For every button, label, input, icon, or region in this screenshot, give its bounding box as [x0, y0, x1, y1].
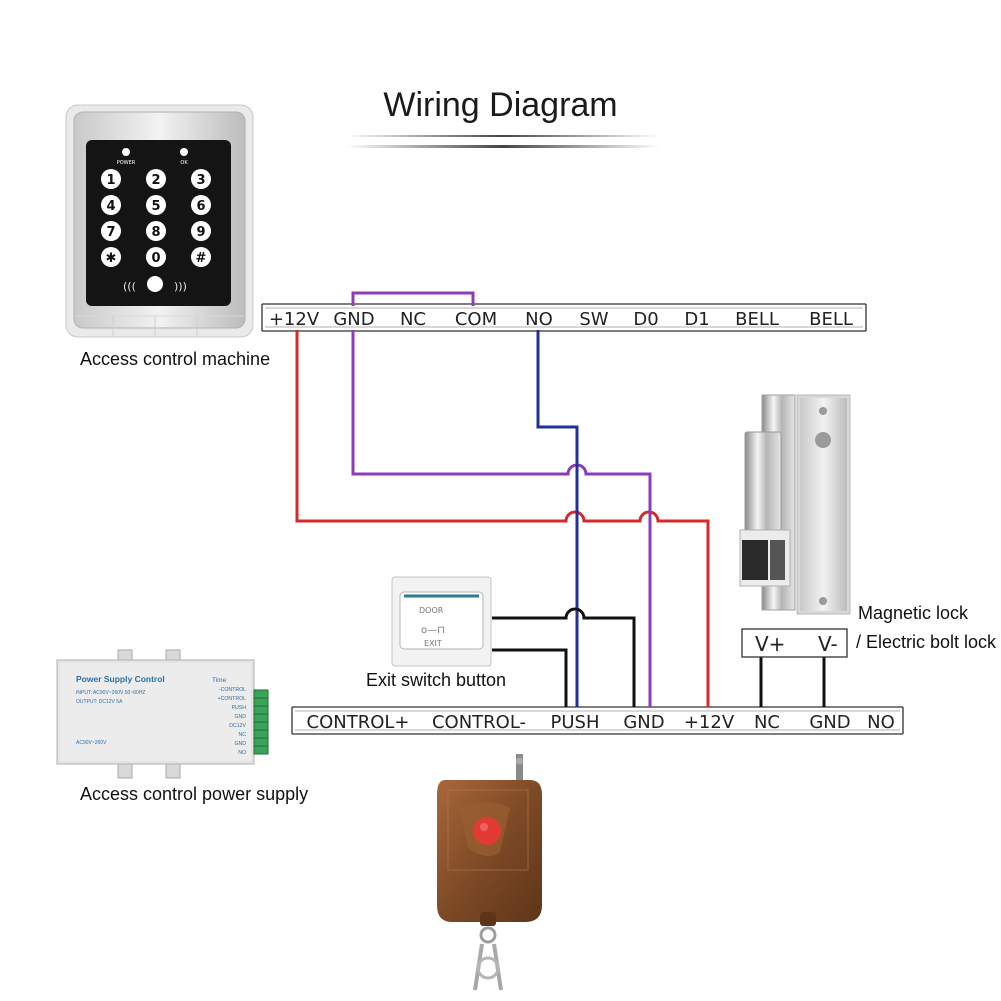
lock-terminal-vplus: V+	[755, 632, 786, 656]
keypad-key-label: 3	[196, 173, 205, 188]
keypad-key-label: 1	[106, 173, 115, 188]
keypad-key-label: #	[196, 251, 207, 266]
psu-output-text: OUTPUT: DC12V 5A	[76, 699, 123, 705]
psu-terminal-label: GND	[234, 741, 246, 747]
top-terminal-label: COM	[455, 309, 497, 330]
psu-terminal-label: NO	[238, 750, 246, 756]
bottom-terminal-label: NO	[867, 712, 895, 733]
led-label: POWER	[117, 160, 136, 166]
top-terminal-labels: +12V GND NC COM NO SW D0 D1 BELL BELL	[269, 309, 853, 330]
top-terminal-strip	[261, 303, 867, 332]
led-dot	[180, 148, 188, 156]
psu-time-text: Time	[212, 677, 227, 684]
psu-ac-text: AC90V~260V	[76, 740, 107, 746]
title-rule-top	[346, 135, 660, 137]
bottom-terminal-labels: CONTROL+ CONTROL- PUSH GND +12V NC GND NO	[307, 712, 895, 733]
title-rule-bottom	[346, 145, 660, 148]
keypad-key	[101, 221, 121, 241]
caption-access-control-machine: Access control machine	[80, 349, 271, 369]
top-terminal-label: BELL	[809, 309, 853, 330]
power-supply-image	[56, 649, 269, 779]
wire-black-exit-2	[492, 648, 568, 707]
diagram-title: Wiring Diagram	[383, 86, 618, 124]
keypad-key-label: 2	[151, 173, 160, 188]
bottom-terminal-label: +12V	[684, 712, 735, 733]
top-terminal-label: D1	[684, 309, 709, 330]
psu-terminal-label: +CONTROL	[218, 696, 247, 702]
keypad-key-label: 4	[106, 199, 115, 214]
psu-brand-text: Power Supply Control	[76, 674, 165, 684]
keypad-key-label: ✱	[106, 251, 117, 266]
keypad-key	[146, 247, 166, 267]
led-label: OK	[180, 160, 188, 166]
lock-terminal-box	[741, 628, 848, 658]
remote-key-fob-image	[437, 754, 542, 991]
svg-text:(((: (((	[123, 280, 136, 293]
keypad-key-label: 9	[196, 225, 205, 240]
psu-terminal-label: DC12V	[229, 723, 246, 729]
led-dot	[122, 148, 130, 156]
psu-terminal-label: NC	[239, 732, 247, 738]
keypad-key	[146, 169, 166, 189]
bottom-terminal-label: PUSH	[551, 712, 600, 733]
top-terminal-label: GND	[333, 309, 374, 330]
psu-input-text: INPUT: AC90V~260V 50~60HZ	[76, 690, 146, 696]
keypad-key	[191, 247, 211, 267]
exit-plate-door-text: DOOR	[419, 606, 444, 615]
wire-black-exit-1	[492, 607, 636, 707]
bottom-terminal-label: CONTROL-	[432, 712, 526, 733]
top-terminal-label: BELL	[735, 309, 779, 330]
access-control-keypad-image: ((( )))	[65, 104, 254, 338]
keypad-key	[191, 169, 211, 189]
wire-gnd-com-jumper	[351, 291, 475, 306]
keypad-key	[101, 195, 121, 215]
lock-terminal-vminus: V-	[818, 632, 838, 656]
bottom-terminal-label: CONTROL+	[307, 712, 410, 733]
psu-terminal-labels: -CONTROL +CONTROL PUSH GND DC12V NC GND NO	[218, 687, 247, 756]
top-terminal-label: NO	[525, 309, 553, 330]
bottom-terminal-label: GND	[809, 712, 850, 733]
keypad-key-label: 7	[106, 225, 115, 240]
keypad-key	[191, 221, 211, 241]
keypad-key	[101, 169, 121, 189]
keypad-key-label: 8	[151, 225, 160, 240]
top-terminal-label: NC	[400, 309, 426, 330]
exit-plate-exit-text: EXIT	[424, 639, 442, 648]
top-terminal-label: D0	[633, 309, 658, 330]
electric-bolt-lock-image	[739, 394, 851, 615]
caption-magnetic-lock: Magnetic lock	[858, 603, 969, 623]
psu-terminal-label: GND	[234, 714, 246, 720]
wire-blue-no	[536, 330, 579, 707]
caption-electric-bolt-lock: / Electric bolt lock	[856, 632, 997, 652]
bottom-terminal-label: NC	[754, 712, 780, 733]
keypad-key	[146, 221, 166, 241]
psu-terminal-label: -CONTROL	[219, 687, 246, 693]
keypad-key	[191, 195, 211, 215]
top-terminal-label: SW	[579, 309, 608, 330]
caption-exit-switch-button: Exit switch button	[366, 670, 507, 690]
wire-red-12v	[295, 330, 710, 707]
keypad-keys: 1 2 3 4 5 6 7 8 9 ✱ 0 #	[101, 169, 211, 267]
bottom-terminal-label: GND	[623, 712, 664, 733]
svg-text:o—⊓: o—⊓	[421, 625, 445, 636]
exit-switch-button-image: o—⊓	[391, 576, 492, 667]
psu-terminal-label: PUSH	[232, 705, 247, 711]
top-terminal-label: +12V	[269, 309, 320, 330]
keypad-key-label: 0	[151, 251, 160, 266]
keypad-leds: POWER OK	[117, 148, 188, 166]
svg-text:))): )))	[174, 280, 187, 293]
keypad-key-label: 5	[151, 199, 160, 214]
caption-access-control-power-supply: Access control power supply	[80, 784, 309, 804]
keypad-key-label: 6	[196, 199, 205, 214]
bottom-terminal-strip	[291, 706, 904, 735]
keypad-key	[146, 195, 166, 215]
keypad-key	[101, 247, 121, 267]
